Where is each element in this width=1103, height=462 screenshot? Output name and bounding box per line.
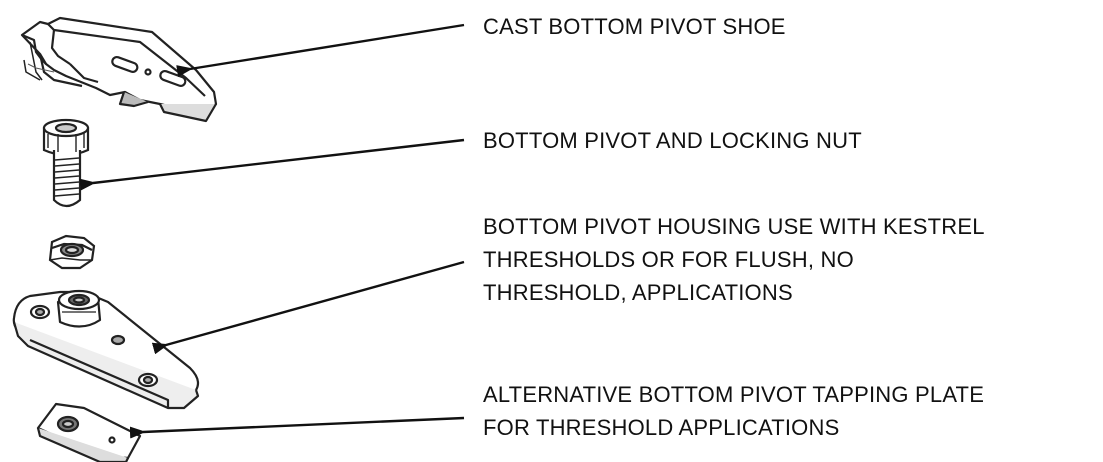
bottom-pivot-bolt (42, 118, 90, 208)
label-line: THRESHOLDS OR FOR FLUSH, NO (483, 247, 854, 272)
label-cast-bottom-pivot-shoe: CAST BOTTOM PIVOT SHOE (483, 10, 786, 43)
label-alternative-tapping-plate: ALTERNATIVE BOTTOM PIVOT TAPPING PLATE F… (483, 378, 984, 444)
arrow-pivot (79, 138, 465, 191)
label-bottom-pivot-housing: BOTTOM PIVOT HOUSING USE WITH KESTREL TH… (483, 210, 985, 309)
label-line: FOR THRESHOLD APPLICATIONS (483, 415, 840, 440)
tapping-plate (36, 402, 142, 462)
label-bottom-pivot-and-locking-nut: BOTTOM PIVOT AND LOCKING NUT (483, 124, 862, 157)
label-line: CAST BOTTOM PIVOT SHOE (483, 14, 786, 39)
label-line: ALTERNATIVE BOTTOM PIVOT TAPPING PLATE (483, 382, 985, 407)
label-line: BOTTOM PIVOT HOUSING USE WITH KESTREL (483, 214, 985, 239)
arrow-housing (151, 260, 465, 355)
arrow-tappingplate (129, 416, 465, 439)
bottom-pivot-housing (12, 289, 200, 410)
locking-nut (48, 234, 96, 270)
label-line: THRESHOLD, APPLICATIONS (483, 280, 793, 305)
leader-arrows (79, 23, 465, 439)
arrow-shoe (176, 23, 465, 77)
label-line: BOTTOM PIVOT AND LOCKING NUT (483, 128, 862, 153)
cast-bottom-pivot-shoe (20, 16, 218, 123)
